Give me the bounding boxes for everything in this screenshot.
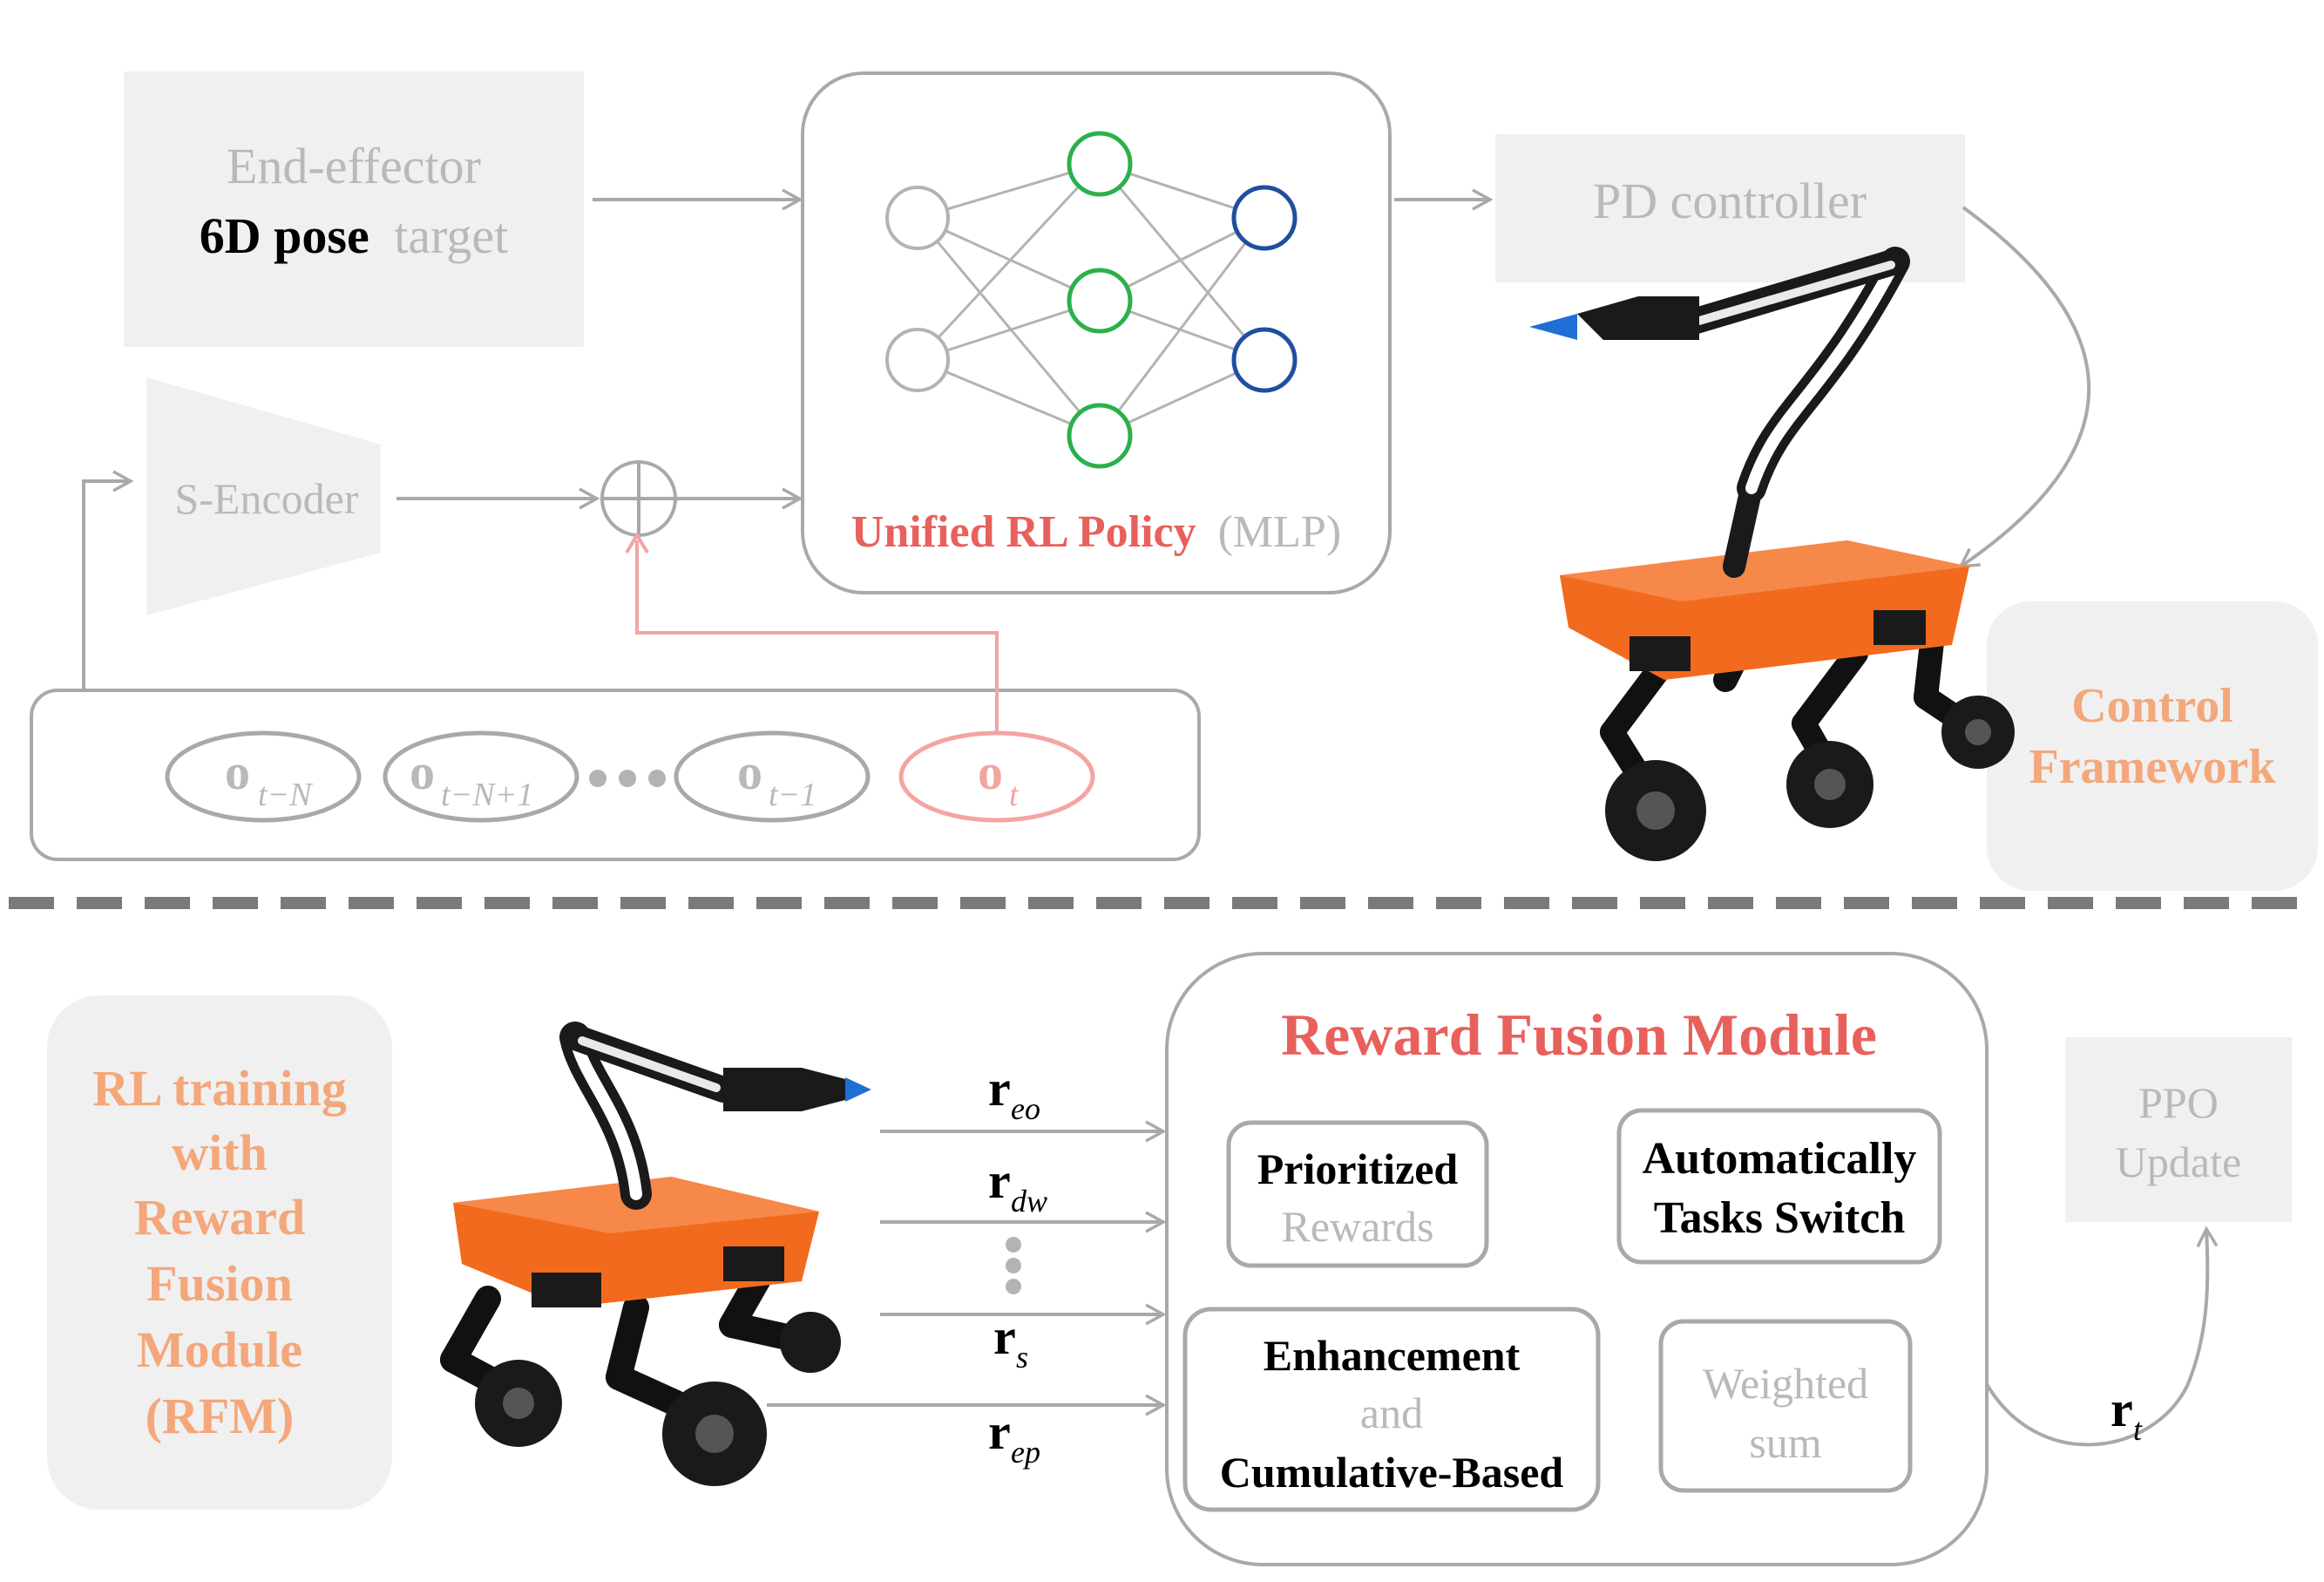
rfm-title: Reward Fusion Module [1281,1001,1877,1068]
svg-text:(RFM): (RFM) [146,1388,295,1444]
svg-text:eo: eo [1011,1091,1040,1126]
svg-text:ep: ep [1011,1435,1040,1470]
policy-box [801,71,1392,594]
reward-ep-label: r ep [988,1403,1040,1470]
svg-text:sum: sum [1749,1418,1821,1467]
policy-label: Unified RL Policy (MLP) [851,507,1341,557]
svg-text:t−1: t−1 [769,777,816,813]
output-reward-label: r t [2111,1381,2143,1447]
svg-text:Automatically: Automatically [1643,1134,1917,1184]
svg-text:o: o [978,743,1003,800]
ee-target-rest: target [394,207,508,264]
ee-target-line2: 6D pose target [200,207,508,264]
svg-text:with: with [172,1124,268,1181]
svg-text:Module: Module [137,1321,302,1378]
ee-target-line1: End-effector [227,138,481,194]
svg-text:Cumulative-Based: Cumulative-Based [1220,1448,1564,1497]
svg-text:o: o [410,743,435,800]
svg-text:o: o [737,743,762,800]
svg-text:t: t [2133,1412,2143,1447]
observation-history-box [30,689,1201,861]
observation-tN1: o t−N+1 [383,730,579,823]
observation-tN: o t−N [165,730,362,823]
svg-text:RL training: RL training [92,1060,347,1117]
svg-text:s: s [1016,1340,1028,1375]
auto-tasks-switch-box: Automatically Tasks Switch [1616,1108,1942,1265]
svg-text:Prioritized: Prioritized [1257,1144,1459,1193]
arrow-history-to-encoder [82,470,134,690]
mlp-input-nodes [885,186,950,392]
ee-target-bold: 6D pose [200,207,369,264]
svg-text:Tasks Switch: Tasks Switch [1654,1193,1906,1243]
svg-text:Rewards: Rewards [1282,1202,1434,1251]
control-framework-label: Control Framework [1987,601,2318,891]
sum-node [600,460,677,537]
mlp-hidden-nodes [1067,131,1133,469]
mlp-output-nodes [1231,185,1298,393]
svg-text:Fusion: Fusion [146,1255,293,1312]
svg-text:and: and [1360,1388,1423,1437]
prioritized-rewards-box: Prioritized Rewards [1226,1120,1489,1268]
arrow-current-obs-to-sum [635,540,999,733]
reward-ellipsis [1006,1237,1021,1294]
svg-text:r: r [2111,1381,2133,1437]
s-encoder-label: S-Encoder [174,474,358,523]
rfm-box [1165,952,1989,1566]
rl-training-label: RL training with Reward Fusion Module (R… [47,995,392,1510]
svg-text:Enhancement: Enhancement [1264,1331,1521,1380]
svg-text:dw: dw [1011,1184,1047,1219]
weighted-sum-box: Weighted sum [1658,1319,1913,1493]
observation-t: o t [898,730,1095,823]
svg-text:o: o [225,743,250,800]
svg-text:r: r [988,1152,1011,1209]
arrow-rfm-to-ppo [1985,1226,2219,1447]
svg-text:Weighted: Weighted [1703,1359,1868,1408]
svg-text:Control: Control [2071,679,2233,733]
svg-text:t: t [1009,777,1020,813]
svg-text:r: r [988,1060,1011,1117]
ee-target-box: End-effector 6D pose target [124,71,584,347]
svg-text:Update: Update [2116,1137,2241,1186]
robot-image-bottom [440,1022,871,1486]
reward-eo-label: r eo [988,1060,1040,1126]
pd-label: PD controller [1593,173,1867,229]
arrow-pd-to-robot [1958,206,2091,569]
ppo-update-box: PPO Update [2065,1037,2292,1222]
reward-s-label: r s [993,1308,1028,1375]
robot-image-top [1529,247,2015,861]
svg-text:Framework: Framework [2029,740,2276,794]
svg-text:PPO: PPO [2138,1078,2219,1127]
observation-t-1: o t−1 [674,730,871,823]
svg-text:r: r [993,1308,1016,1365]
s-encoder: S-Encoder [146,377,381,615]
ellipsis-dots [589,770,666,787]
svg-text:Reward: Reward [134,1189,306,1246]
svg-text:r: r [988,1403,1011,1460]
svg-text:t−N: t−N [258,777,314,813]
enhancement-cumulative-box: Enhancement and Cumulative-Based [1182,1307,1601,1512]
reward-dw-label: r dw [988,1152,1047,1219]
svg-text:t−N+1: t−N+1 [441,777,533,813]
